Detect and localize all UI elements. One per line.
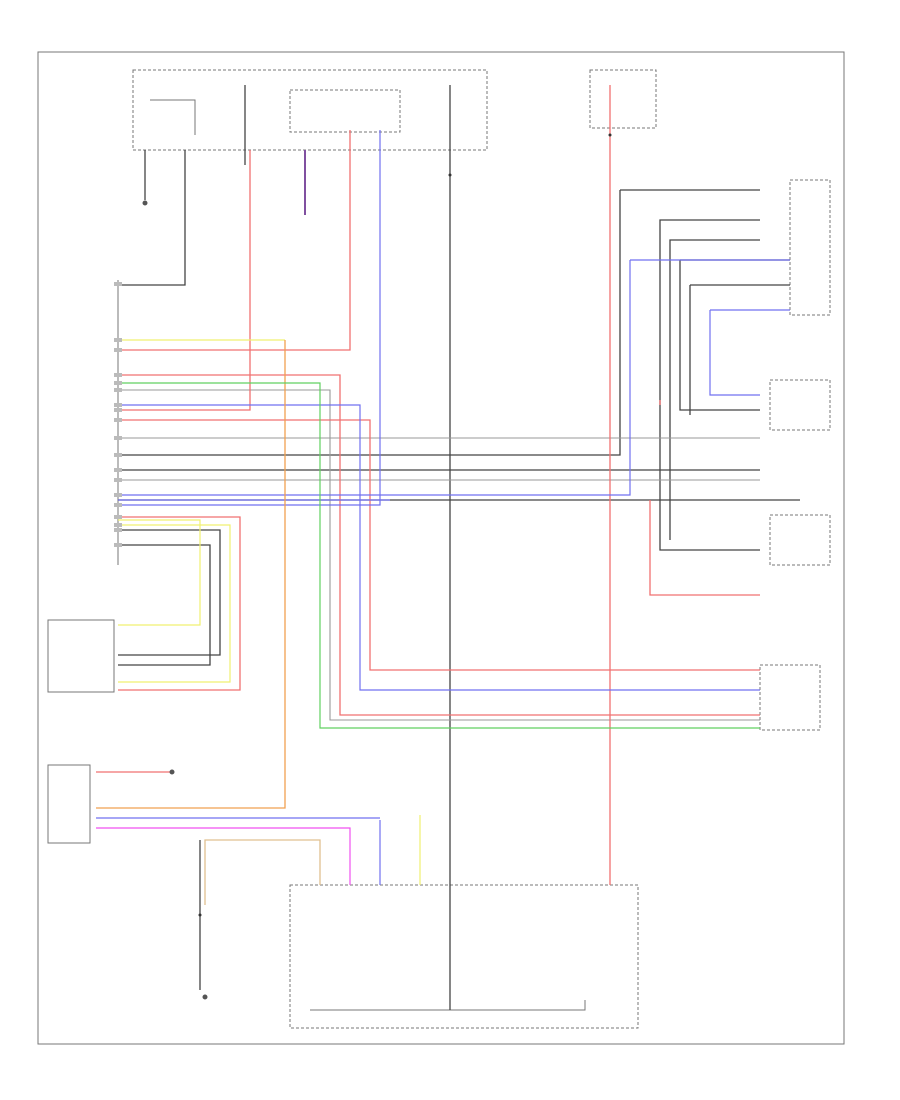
orange-wires — [96, 340, 286, 809]
connector-right-1 — [789, 179, 831, 316]
green-wires — [118, 382, 760, 729]
connector-right-3 — [769, 514, 831, 566]
ground-symbols — [142, 200, 208, 1000]
connector-pins — [114, 282, 122, 547]
blue-wires — [96, 130, 790, 885]
left-sensor-box — [47, 764, 91, 844]
relay-symbol — [150, 99, 196, 135]
fuse-box-top — [132, 69, 488, 151]
gray-wires — [118, 389, 760, 721]
magenta-wires — [96, 827, 351, 885]
control-module-box — [289, 884, 639, 1029]
connector-right-2 — [769, 379, 831, 431]
tan-wires — [204, 839, 321, 905]
relay-box — [289, 89, 401, 133]
left-module-box — [47, 619, 115, 693]
black-wires — [118, 85, 800, 1010]
yellow-wires — [118, 339, 421, 885]
fuse-box-right — [589, 69, 657, 129]
junction-dots — [198, 133, 612, 917]
red-wires — [96, 85, 760, 885]
module-internal-line — [310, 1000, 586, 1011]
connector-right-4 — [759, 664, 821, 731]
diagram-border — [37, 51, 845, 1045]
